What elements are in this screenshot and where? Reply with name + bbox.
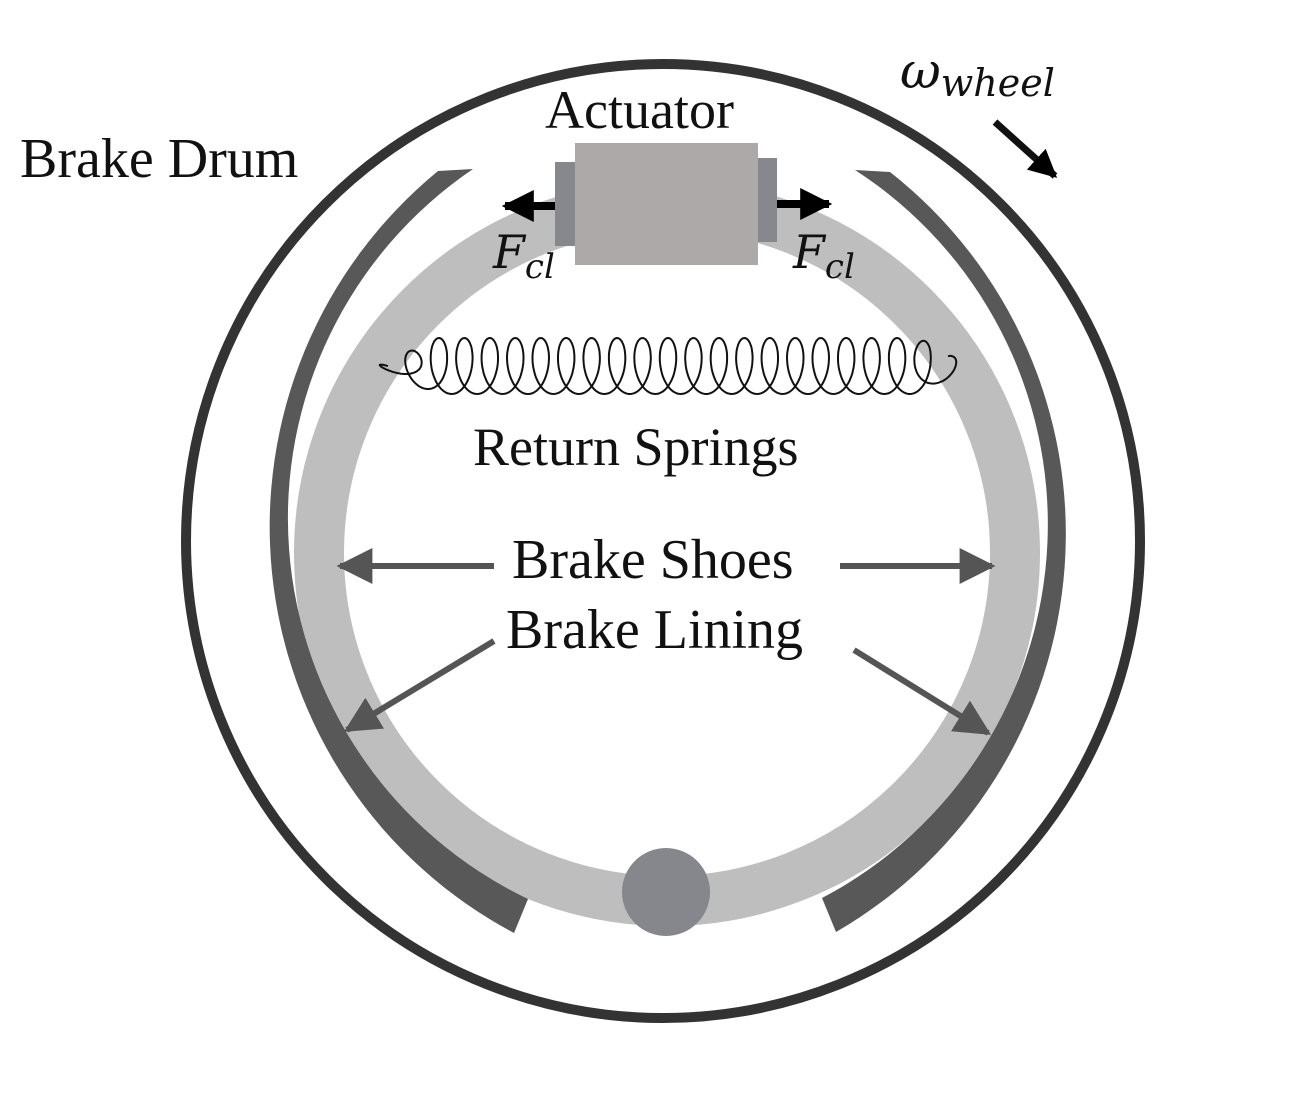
brake-drum-ring [181,59,1145,1023]
force-right-subscript: cl [825,247,855,287]
force-right-symbol: Fcl [792,225,855,287]
brake-lining-arrow-left [343,638,496,733]
pivot-pin [622,848,710,936]
return-springs-label: Return Springs [473,417,799,477]
omega-wheel-symbol: ωwheel [900,42,1055,105]
brake-lining-right [822,170,1066,932]
return-spring [378,336,958,396]
force-left-subscript: cl [525,247,555,287]
actuator-label: Actuator [545,80,734,140]
brake-lining-label: Brake Lining [506,599,803,661]
brake-shoes-label: Brake Shoes [512,529,794,591]
actuator-body [575,143,758,265]
rotation-arrow [992,119,1058,179]
brake-lining-left [269,169,528,933]
brake-lining-arrow-right [852,647,992,736]
omega-symbol: ω [900,42,941,100]
force-right-letter: F [792,225,827,279]
force-left-symbol: Fcl [492,225,555,287]
omega-subscript: wheel [941,61,1055,105]
brake-drum-label: Brake Drum [20,128,298,190]
force-left-letter: F [492,225,527,279]
